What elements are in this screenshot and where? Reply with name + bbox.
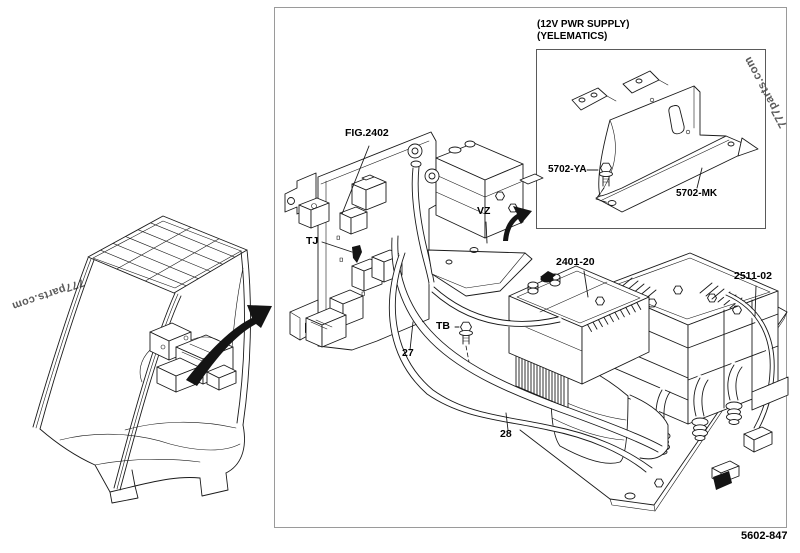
label-tb: TB	[436, 320, 450, 332]
label-cable-27: 27	[402, 347, 414, 359]
battery-line-art	[508, 265, 650, 385]
label-2401-20: 2401-20	[556, 256, 595, 268]
inset-title-line1: (12V PWR SUPPLY)	[537, 19, 630, 30]
inset-title-line2: (YELEMATICS)	[537, 30, 608, 42]
label-tj: TJ	[306, 235, 319, 247]
label-2511-02: 2511-02	[734, 270, 772, 282]
label-5702-mk: 5702-MK	[676, 188, 718, 199]
ya-bolt-icon	[595, 162, 613, 204]
vz-bracket-line-art	[427, 247, 533, 297]
bracket-5702-line-art	[571, 70, 759, 213]
label-cable-28: 28	[500, 428, 512, 440]
inset-frame	[536, 49, 766, 229]
relay-panel-line-art	[284, 131, 544, 351]
label-vz: VZ	[477, 205, 491, 217]
vz-to-inset-arrow-icon	[503, 206, 532, 241]
cab-line-art	[32, 215, 251, 504]
page-code: 5602-847	[741, 530, 788, 542]
cable-27-line-art	[391, 234, 663, 453]
inset-title: (12V PWR SUPPLY) (YELEMATICS)	[537, 19, 629, 42]
main-diagram-frame	[274, 7, 787, 528]
jumper-hose-line-art	[430, 286, 562, 328]
leader-lines	[321, 145, 757, 431]
tb-bolt-icon	[454, 321, 473, 363]
cab-to-detail-arrow-icon	[186, 305, 272, 386]
label-5702-ya: 5702-YA	[548, 164, 587, 175]
cable-28-line-art	[388, 251, 653, 473]
label-fig-2402: FIG.2402	[345, 127, 389, 139]
